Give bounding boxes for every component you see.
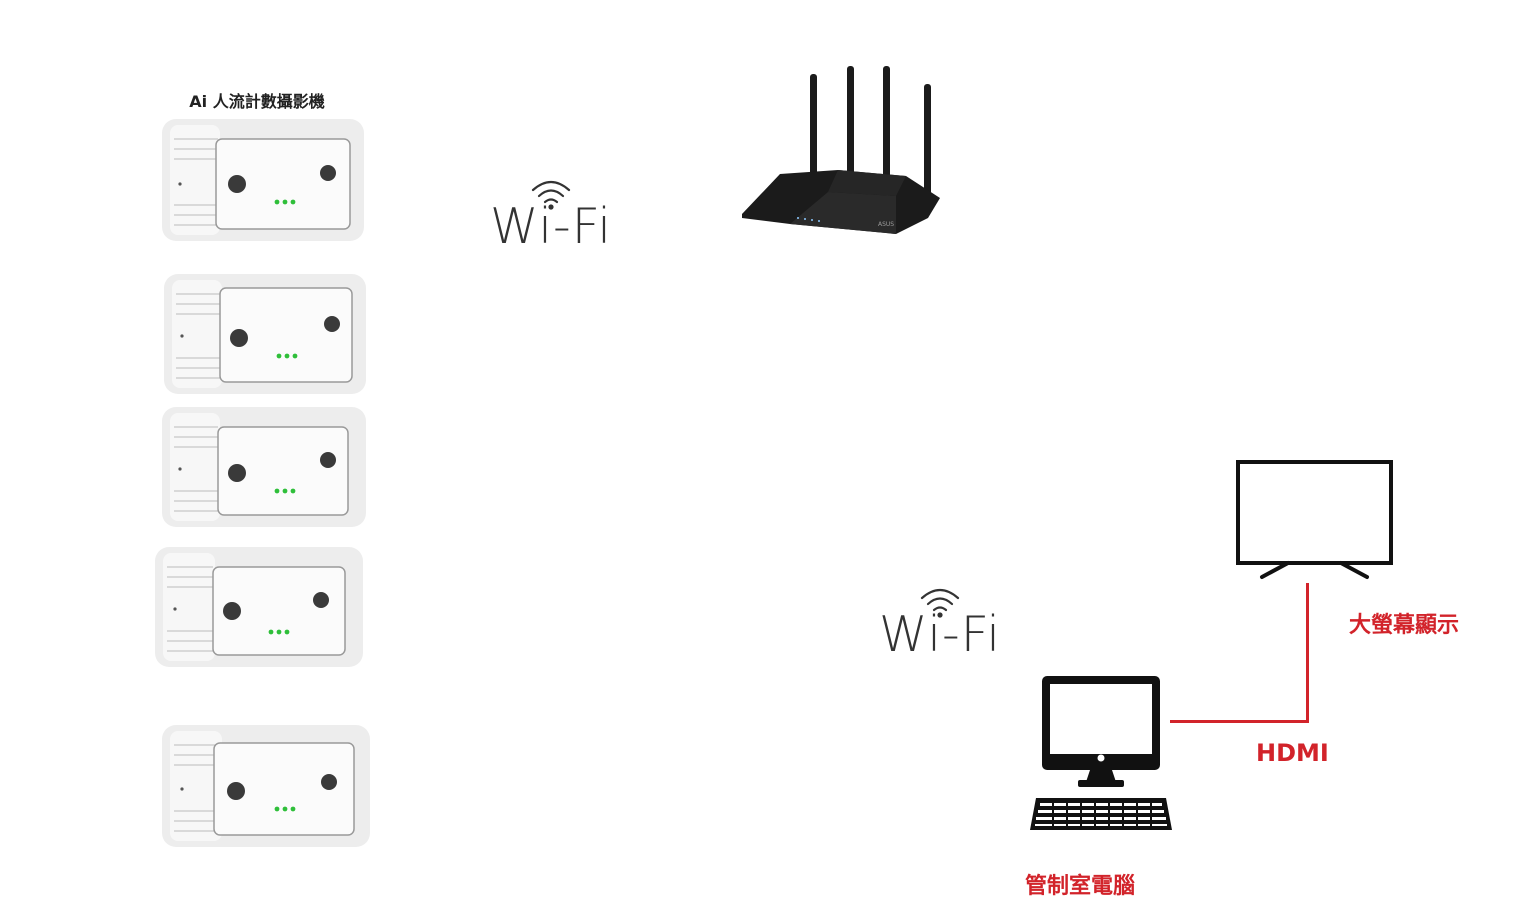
- wifi-text: Wi-Fi: [879, 606, 1001, 663]
- wifi-router-icon: ASUS: [742, 66, 940, 234]
- large-display: [1230, 455, 1402, 587]
- wifi-router: ASUS: [728, 58, 960, 272]
- wifi-label-upper: Wi-Fi: [478, 176, 624, 255]
- camera-icon: [162, 119, 364, 241]
- control-room-computer: [1026, 672, 1176, 840]
- people-counting-camera: [160, 723, 372, 849]
- hdmi-cable-vertical: [1306, 583, 1309, 723]
- people-counting-camera: [160, 117, 366, 243]
- people-counting-camera: [160, 405, 368, 529]
- people-counting-camera: [153, 545, 365, 669]
- wifi-signal-icon: [920, 588, 960, 618]
- hdmi-cable-horizontal: [1170, 720, 1309, 723]
- hdmi-label: HDMI: [1256, 739, 1329, 767]
- router-brand-mark: ASUS: [878, 221, 894, 228]
- people-counting-camera: [162, 272, 368, 396]
- tv-monitor-icon: [1236, 460, 1393, 579]
- wifi-label-lower: Wi-Fi: [867, 584, 1013, 663]
- camera-icon: [155, 547, 363, 667]
- camera-icon: [162, 725, 370, 847]
- camera-icon: [162, 407, 366, 527]
- camera-icon: [164, 274, 366, 394]
- wifi-text: Wi-Fi: [490, 198, 612, 255]
- camera-group-title: Ai 人流計數攝影機: [189, 92, 325, 111]
- wifi-signal-icon: [531, 180, 571, 210]
- display-label: 大螢幕顯示: [1349, 613, 1460, 638]
- desktop-computer-icon: [1030, 676, 1172, 830]
- computer-label: 管制室電腦: [1025, 874, 1136, 899]
